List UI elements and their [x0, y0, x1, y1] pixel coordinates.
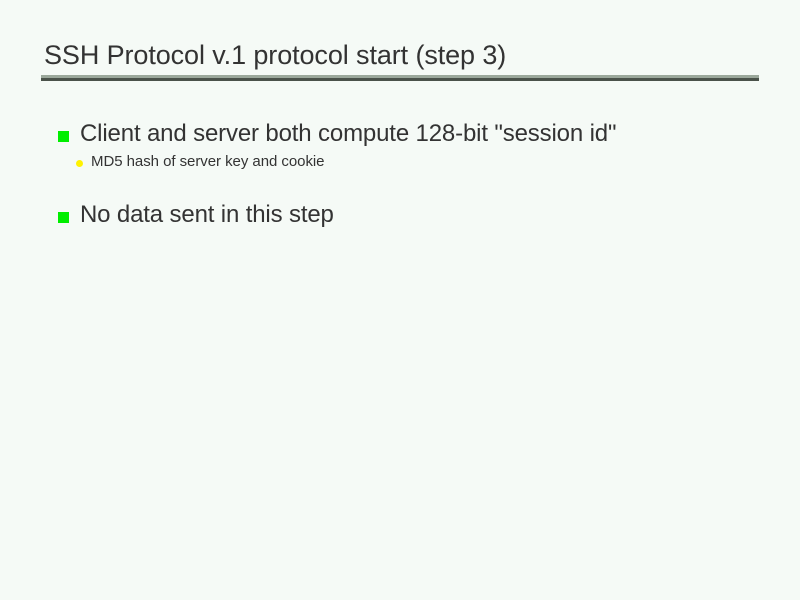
green-square-bullet-icon: [58, 212, 69, 223]
yellow-dot-bullet-icon: [76, 160, 83, 167]
bullet-text: Client and server both compute 128-bit "…: [80, 120, 617, 147]
list-item: No data sent in this step: [0, 199, 800, 230]
list-item: Client and server both compute 128-bit "…: [0, 118, 800, 149]
bullet-spacer: [0, 173, 800, 199]
list-item: MD5 hash of server key and cookie: [0, 151, 800, 173]
slide-body: Client and server both compute 128-bit "…: [0, 118, 800, 232]
title-divider-shadow: [41, 78, 759, 81]
page-title: SSH Protocol v.1 protocol start (step 3): [44, 40, 507, 70]
sub-bullet-text: MD5 hash of server key and cookie: [91, 153, 325, 170]
title-divider-highlight: [41, 75, 759, 78]
title-divider: [41, 75, 759, 81]
green-square-bullet-icon: [58, 131, 69, 142]
bullet-text: No data sent in this step: [80, 201, 334, 228]
